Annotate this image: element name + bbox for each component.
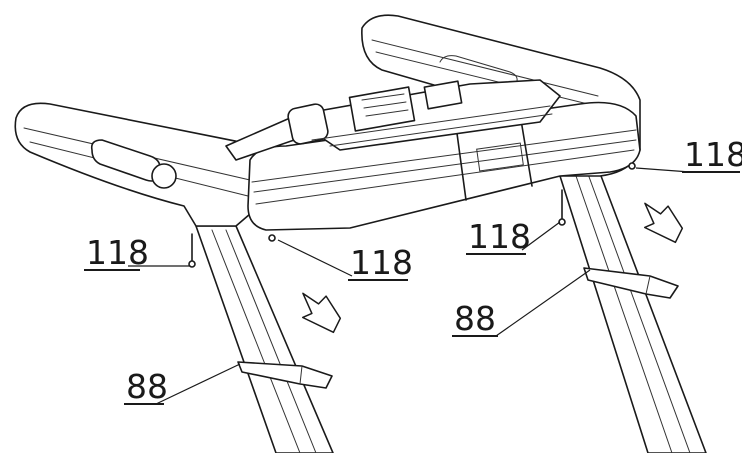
svg-text:118: 118 (86, 233, 149, 272)
right-upright-post (559, 167, 707, 453)
svg-text:118: 118 (468, 217, 531, 256)
callout-88-left-cover: 88 (124, 367, 168, 406)
cover-left-upright (237, 361, 333, 389)
svg-text:88: 88 (126, 367, 168, 406)
callout-118-left-upright: 118 (84, 233, 149, 272)
screw-left-front (268, 234, 276, 242)
callout-118-left-front: 118 (348, 243, 413, 282)
screw-right-front (628, 162, 636, 170)
svg-text:118: 118 (350, 243, 413, 282)
cover-right-upright (583, 267, 679, 299)
callout-118-right-front: 118 (682, 135, 742, 174)
hollow-up-arrow-icon (643, 202, 684, 244)
callout-118-right-upright: 118 (466, 217, 531, 256)
left-upright-post (195, 225, 334, 453)
console-electronics (225, 79, 561, 161)
screw-right-upright (558, 189, 566, 226)
svg-text:118: 118 (684, 135, 742, 174)
callout-leaders (128, 167, 691, 405)
screw-left-upright (188, 233, 196, 268)
callout-88-right-cover: 88 (452, 299, 498, 338)
hollow-up-arrow-icon (301, 292, 342, 334)
svg-text:88: 88 (454, 299, 496, 338)
